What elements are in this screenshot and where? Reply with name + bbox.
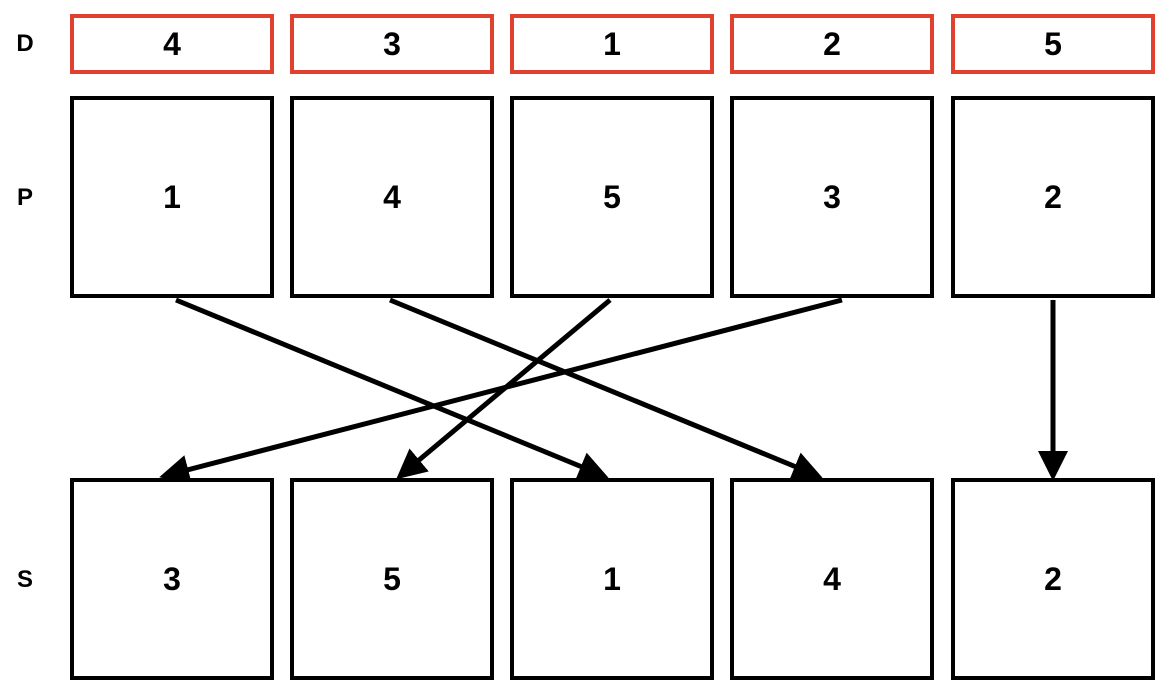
d-cell-4: 2 (730, 14, 934, 74)
d-cell-1: 4 (70, 14, 274, 74)
p-cell-1: 1 (70, 96, 274, 298)
row-label-s: S (16, 566, 33, 593)
d-cell-3: 1 (510, 14, 714, 74)
row-label-p: P (16, 184, 33, 211)
s-cell-5: 2 (951, 478, 1155, 680)
p-cell-4: 3 (730, 96, 934, 298)
p-cell-3: 5 (510, 96, 714, 298)
s-cell-4: 4 (730, 478, 934, 680)
d-cell-5: 5 (951, 14, 1155, 74)
arrow-p1-to-s3 (175, 297, 609, 481)
s-cell-1: 3 (70, 478, 274, 680)
s-cell-3: 1 (510, 478, 714, 680)
arrow-p2-to-s4 (389, 297, 823, 481)
row-label-d: D (16, 30, 34, 57)
p-cell-2: 4 (290, 96, 494, 298)
arrow-p4-to-s1 (159, 297, 843, 485)
s-cell-2: 5 (290, 478, 494, 680)
p-cell-5: 2 (951, 96, 1155, 298)
d-cell-2: 3 (290, 14, 494, 74)
